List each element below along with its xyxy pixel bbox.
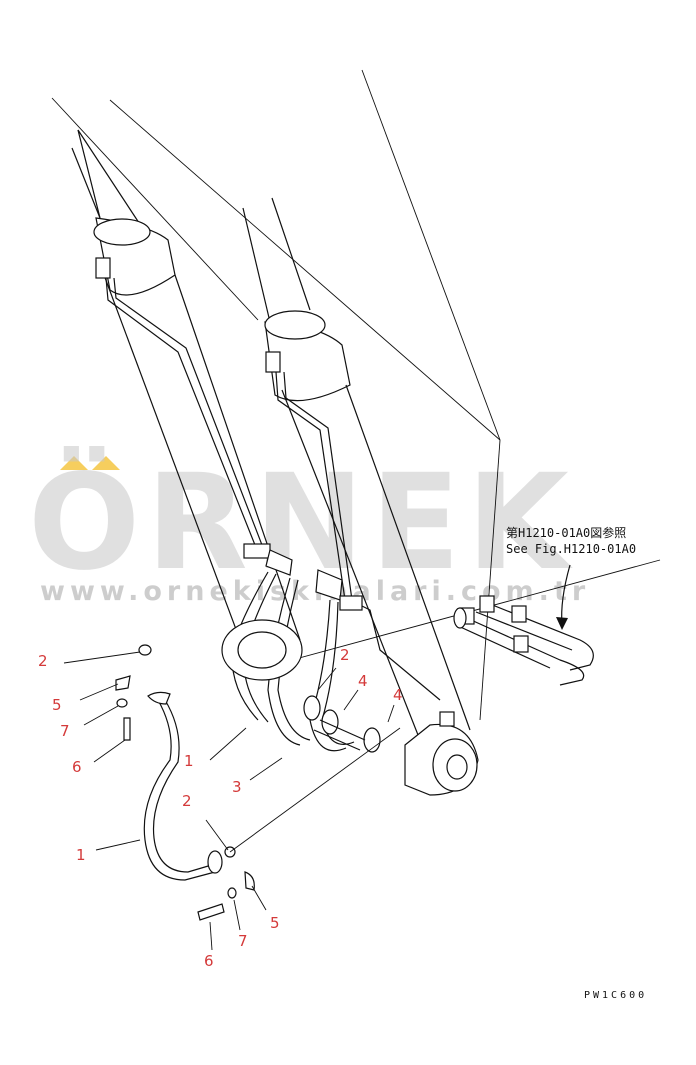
callout-6-b: 6 (204, 952, 214, 970)
watermark-accent-right (92, 456, 120, 470)
reference-note: 第H1210-01A0図参照 See Fig.H1210-01A0 (506, 525, 636, 556)
boom-outline (51, 69, 661, 721)
upper-right-pipes (453, 564, 594, 686)
boom-cylinder-right (242, 197, 471, 741)
watermark-brand: ÖRNEK (28, 446, 575, 600)
callout-7-b: 7 (238, 932, 248, 950)
boom-cylinder-left (71, 129, 301, 641)
reference-note-en: See Fig.H1210-01A0 (506, 542, 636, 556)
callout-1-b: 1 (184, 752, 194, 770)
watermark-website: www.ornekiskinalari.com.tr (40, 576, 590, 607)
watermark-accent-left (60, 456, 88, 470)
callout-6-a: 6 (72, 758, 82, 776)
callout-2-b: 2 (182, 792, 192, 810)
callout-labels: 2 5 7 6 1 2 1 3 2 4 4 5 7 6 (38, 646, 403, 970)
callout-7-a: 7 (60, 722, 70, 740)
callout-4-b: 4 (393, 686, 403, 704)
center-flanges (303, 695, 381, 753)
reference-note-jp: 第H1210-01A0図参照 (506, 525, 626, 540)
cylinder-pivot (404, 711, 479, 796)
callout-2-a: 2 (38, 652, 48, 670)
drawing-code: PW1C600 (584, 990, 647, 1001)
pipe-clamps (243, 543, 363, 611)
callout-5-b: 5 (270, 914, 280, 932)
callout-2-c: 2 (340, 646, 350, 664)
leader-lines (63, 651, 401, 951)
pipe-runs (105, 277, 441, 701)
watermark: ÖRNEK www.ornekiskinalari.com.tr (28, 446, 590, 607)
callout-3: 3 (232, 778, 242, 796)
callout-1-a: 1 (76, 846, 86, 864)
callout-4-a: 4 (358, 672, 368, 690)
callout-5-a: 5 (52, 696, 62, 714)
